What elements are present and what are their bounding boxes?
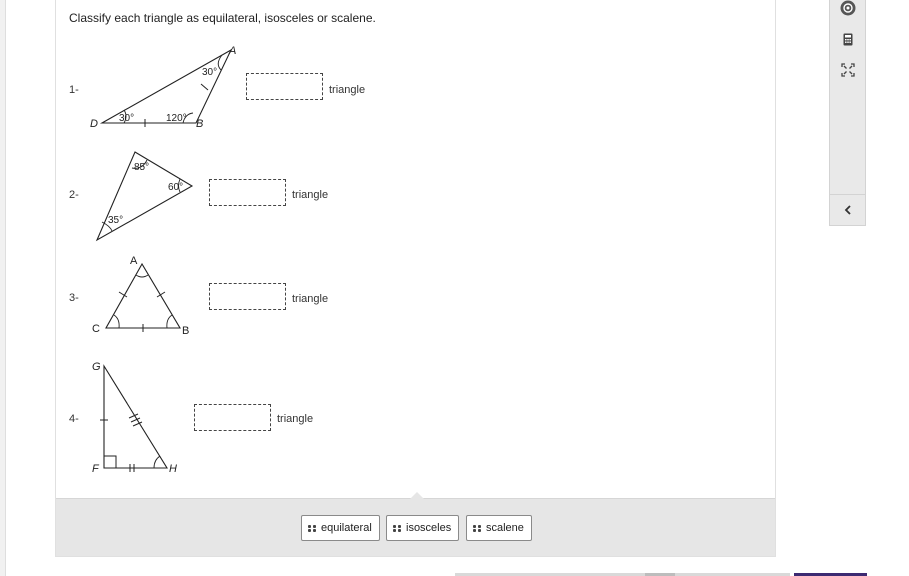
answer-drop-zone-4[interactable] — [194, 404, 271, 431]
drag-handle-icon — [308, 524, 316, 532]
triangle-3-vertex-a: A — [130, 255, 138, 267]
left-edge-strip — [0, 0, 6, 576]
drag-handle-icon — [473, 524, 481, 532]
question-3-number: 3- — [69, 292, 79, 304]
question-4-number: 4- — [69, 413, 79, 425]
triangle-3-vertex-b: B — [182, 325, 189, 337]
triangle-4-vertex-g: G — [92, 361, 101, 373]
triangle-4-right-angle-mark — [104, 455, 117, 468]
triangle-2-angle-top: 85° — [134, 162, 149, 173]
triangle-2-angle-arc-bottom — [101, 221, 113, 232]
question-1-number: 1- — [69, 84, 79, 96]
triangle-3-figure: A C B — [92, 255, 189, 337]
question-3-suffix: triangle — [292, 293, 329, 305]
bottom-primary-button[interactable] — [794, 573, 867, 576]
question-2-number: 2- — [69, 189, 79, 201]
triangle-1-angle-b: 120° — [166, 113, 187, 124]
tray-pointer — [410, 492, 424, 499]
triangle-4-figure: G F H — [92, 361, 177, 475]
question-1-suffix: triangle — [329, 84, 366, 96]
triangle-1-figure: A D B 30° 30° 120° — [90, 45, 236, 130]
triangle-4-vertex-h: H — [169, 463, 177, 475]
triangle-1-vertex-d: D — [90, 118, 98, 130]
triangle-2-figure: 85° 60° 35° — [95, 151, 194, 242]
triangle-1-shape — [99, 48, 233, 124]
settings-button[interactable] — [830, 0, 865, 20]
triangle-1-angle-arc-d — [123, 109, 127, 124]
triangle-1-angle-d: 30° — [119, 113, 134, 124]
triangle-4-shape — [103, 364, 168, 469]
tools-sidebar — [829, 0, 866, 226]
triangle-2-angle-arc-top — [131, 159, 148, 169]
calculator-icon — [843, 33, 852, 45]
expand-button[interactable] — [830, 58, 865, 82]
bottom-navigation-strip — [455, 573, 790, 576]
triangle-4-tick-gh-2 — [130, 417, 141, 423]
question-panel: Classify each triangle as equilateral, i… — [55, 0, 776, 557]
triangle-3-angle-arc-b — [166, 314, 173, 329]
option-label: isosceles — [406, 522, 452, 534]
triangle-1-vertex-b: B — [196, 118, 203, 130]
triangle-1-tick-ab — [200, 83, 209, 91]
sidebar-divider — [830, 194, 865, 195]
triangle-3-tick-ab — [156, 291, 166, 298]
question-instruction: Classify each triangle as equilateral, i… — [69, 11, 376, 25]
calculator-button[interactable] — [830, 27, 865, 51]
answer-options-tray: equilateral isosceles scalene — [56, 492, 775, 556]
triangle-1-vertex-a: A — [228, 45, 236, 57]
question-4-suffix: triangle — [277, 413, 314, 425]
triangle-2-shape — [95, 151, 194, 242]
answer-drop-zone-2[interactable] — [209, 179, 286, 206]
bottom-navigation-active-segment — [645, 573, 675, 576]
triangle-3-vertex-c: C — [92, 323, 100, 335]
expand-icon — [840, 63, 855, 77]
triangle-2-angle-right: 60° — [168, 182, 183, 193]
triangle-1-angle-a: 30° — [202, 67, 217, 78]
answer-drop-zone-3[interactable] — [209, 283, 286, 310]
triangle-4-tick-gh-3 — [132, 421, 143, 427]
answer-drop-zone-1[interactable] — [246, 73, 323, 100]
triangle-2-angle-arc-right — [178, 178, 181, 193]
option-label: equilateral — [321, 522, 372, 534]
collapse-chevron-icon — [844, 205, 851, 215]
option-label: scalene — [486, 522, 524, 534]
triangle-1-angle-arc-a — [217, 54, 223, 71]
option-chip-isosceles[interactable]: isosceles — [386, 515, 460, 541]
triangle-1-angle-arc-b — [182, 112, 194, 124]
triangle-4-tick-gh-1 — [128, 413, 139, 419]
drag-handle-icon — [393, 524, 401, 532]
collapse-sidebar-button[interactable] — [830, 198, 865, 222]
triangle-3-tick-ac — [118, 291, 128, 298]
triangle-4-angle-arc-h — [153, 455, 161, 469]
triangle-2-angle-bottom: 35° — [108, 215, 123, 226]
option-chip-equilateral[interactable]: equilateral — [301, 515, 380, 541]
question-2-suffix: triangle — [292, 189, 329, 201]
settings-icon — [840, 0, 855, 16]
triangle-4-vertex-f: F — [92, 463, 100, 475]
option-chip-scalene[interactable]: scalene — [466, 515, 532, 541]
triangle-3-angle-arc-c — [113, 314, 120, 329]
triangle-3-angle-arc-a — [135, 274, 149, 278]
